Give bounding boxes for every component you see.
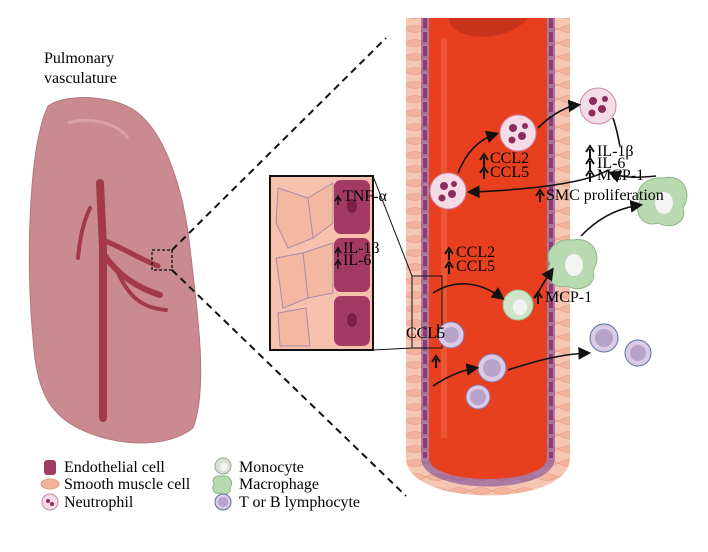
zoom-line-top <box>171 37 387 251</box>
up-arrow-icon <box>479 165 489 179</box>
label-mcp1: MCP-1 <box>597 167 644 184</box>
up-arrow-icon <box>585 168 595 182</box>
up-arrow-icon <box>444 260 454 274</box>
zoom-line-bottom <box>171 269 407 497</box>
figure-canvas: Pulmonary vasculature TNF-α <box>28 18 688 511</box>
label-ccl5-top: CCL5 <box>490 164 529 181</box>
lung-illustration <box>28 97 202 444</box>
flow-arrows <box>432 99 657 387</box>
lymphocyte-cells <box>437 321 652 410</box>
label-ccl2-mid: CCL2 <box>456 244 495 261</box>
endothelium-inset: TNF-α IL-1β IL-6 <box>269 175 413 351</box>
up-arrow-icon <box>479 152 489 166</box>
label-ccl5-wall: CCL5 <box>406 325 445 342</box>
up-arrow-icon <box>334 194 342 205</box>
inset-il6-label: IL-6 <box>343 252 371 269</box>
title-line-2: vasculature <box>44 70 117 87</box>
legend-smooth-muscle-cell: Smooth muscle cell <box>64 476 191 493</box>
legend-lymphocyte: T or B lymphocyte <box>239 494 360 511</box>
macrophage-cytokines: IL-1β IL-6 MCP-1 <box>585 143 644 184</box>
legend-macrophage: Macrophage <box>239 476 319 493</box>
neutrophil-cells <box>429 87 617 210</box>
endothelial-cell-icon <box>44 460 56 475</box>
macrophage-icon <box>212 475 233 495</box>
label-ccl2-top: CCL2 <box>490 150 529 167</box>
label-il6: IL-6 <box>597 155 625 172</box>
up-arrow-icon <box>533 290 543 304</box>
label-mcp1-mid: MCP-1 <box>545 289 592 306</box>
legend: Endothelial cell Smooth muscle cell Neut… <box>40 457 360 511</box>
up-arrow-icon <box>535 188 545 202</box>
title-line-1: Pulmonary <box>44 50 114 67</box>
label-il1b: IL-1β <box>597 143 634 160</box>
legend-endothelial-cell: Endothelial cell <box>64 459 165 476</box>
smooth-muscle-cell-icon <box>40 478 60 490</box>
neutrophil-icon <box>41 493 59 511</box>
inset-tnf-label: TNF-α <box>343 188 388 205</box>
legend-neutrophil: Neutrophil <box>64 494 134 511</box>
vessel-labels: CCL2 CCL5 CCL2 CCL5 CCL5 MCP-1 SMC proli… <box>406 150 664 368</box>
up-arrow-icon <box>431 354 441 368</box>
label-smc-proliferation: SMC proliferation <box>546 187 664 204</box>
up-arrow-icon <box>334 258 342 269</box>
label-ccl5-mid: CCL5 <box>456 258 495 275</box>
up-arrow-icon <box>334 246 342 257</box>
legend-monocyte: Monocyte <box>239 459 304 476</box>
inset-il1b-label: IL-1β <box>343 240 380 257</box>
up-arrow-icon <box>444 246 454 260</box>
myeloid-cells <box>502 176 688 321</box>
